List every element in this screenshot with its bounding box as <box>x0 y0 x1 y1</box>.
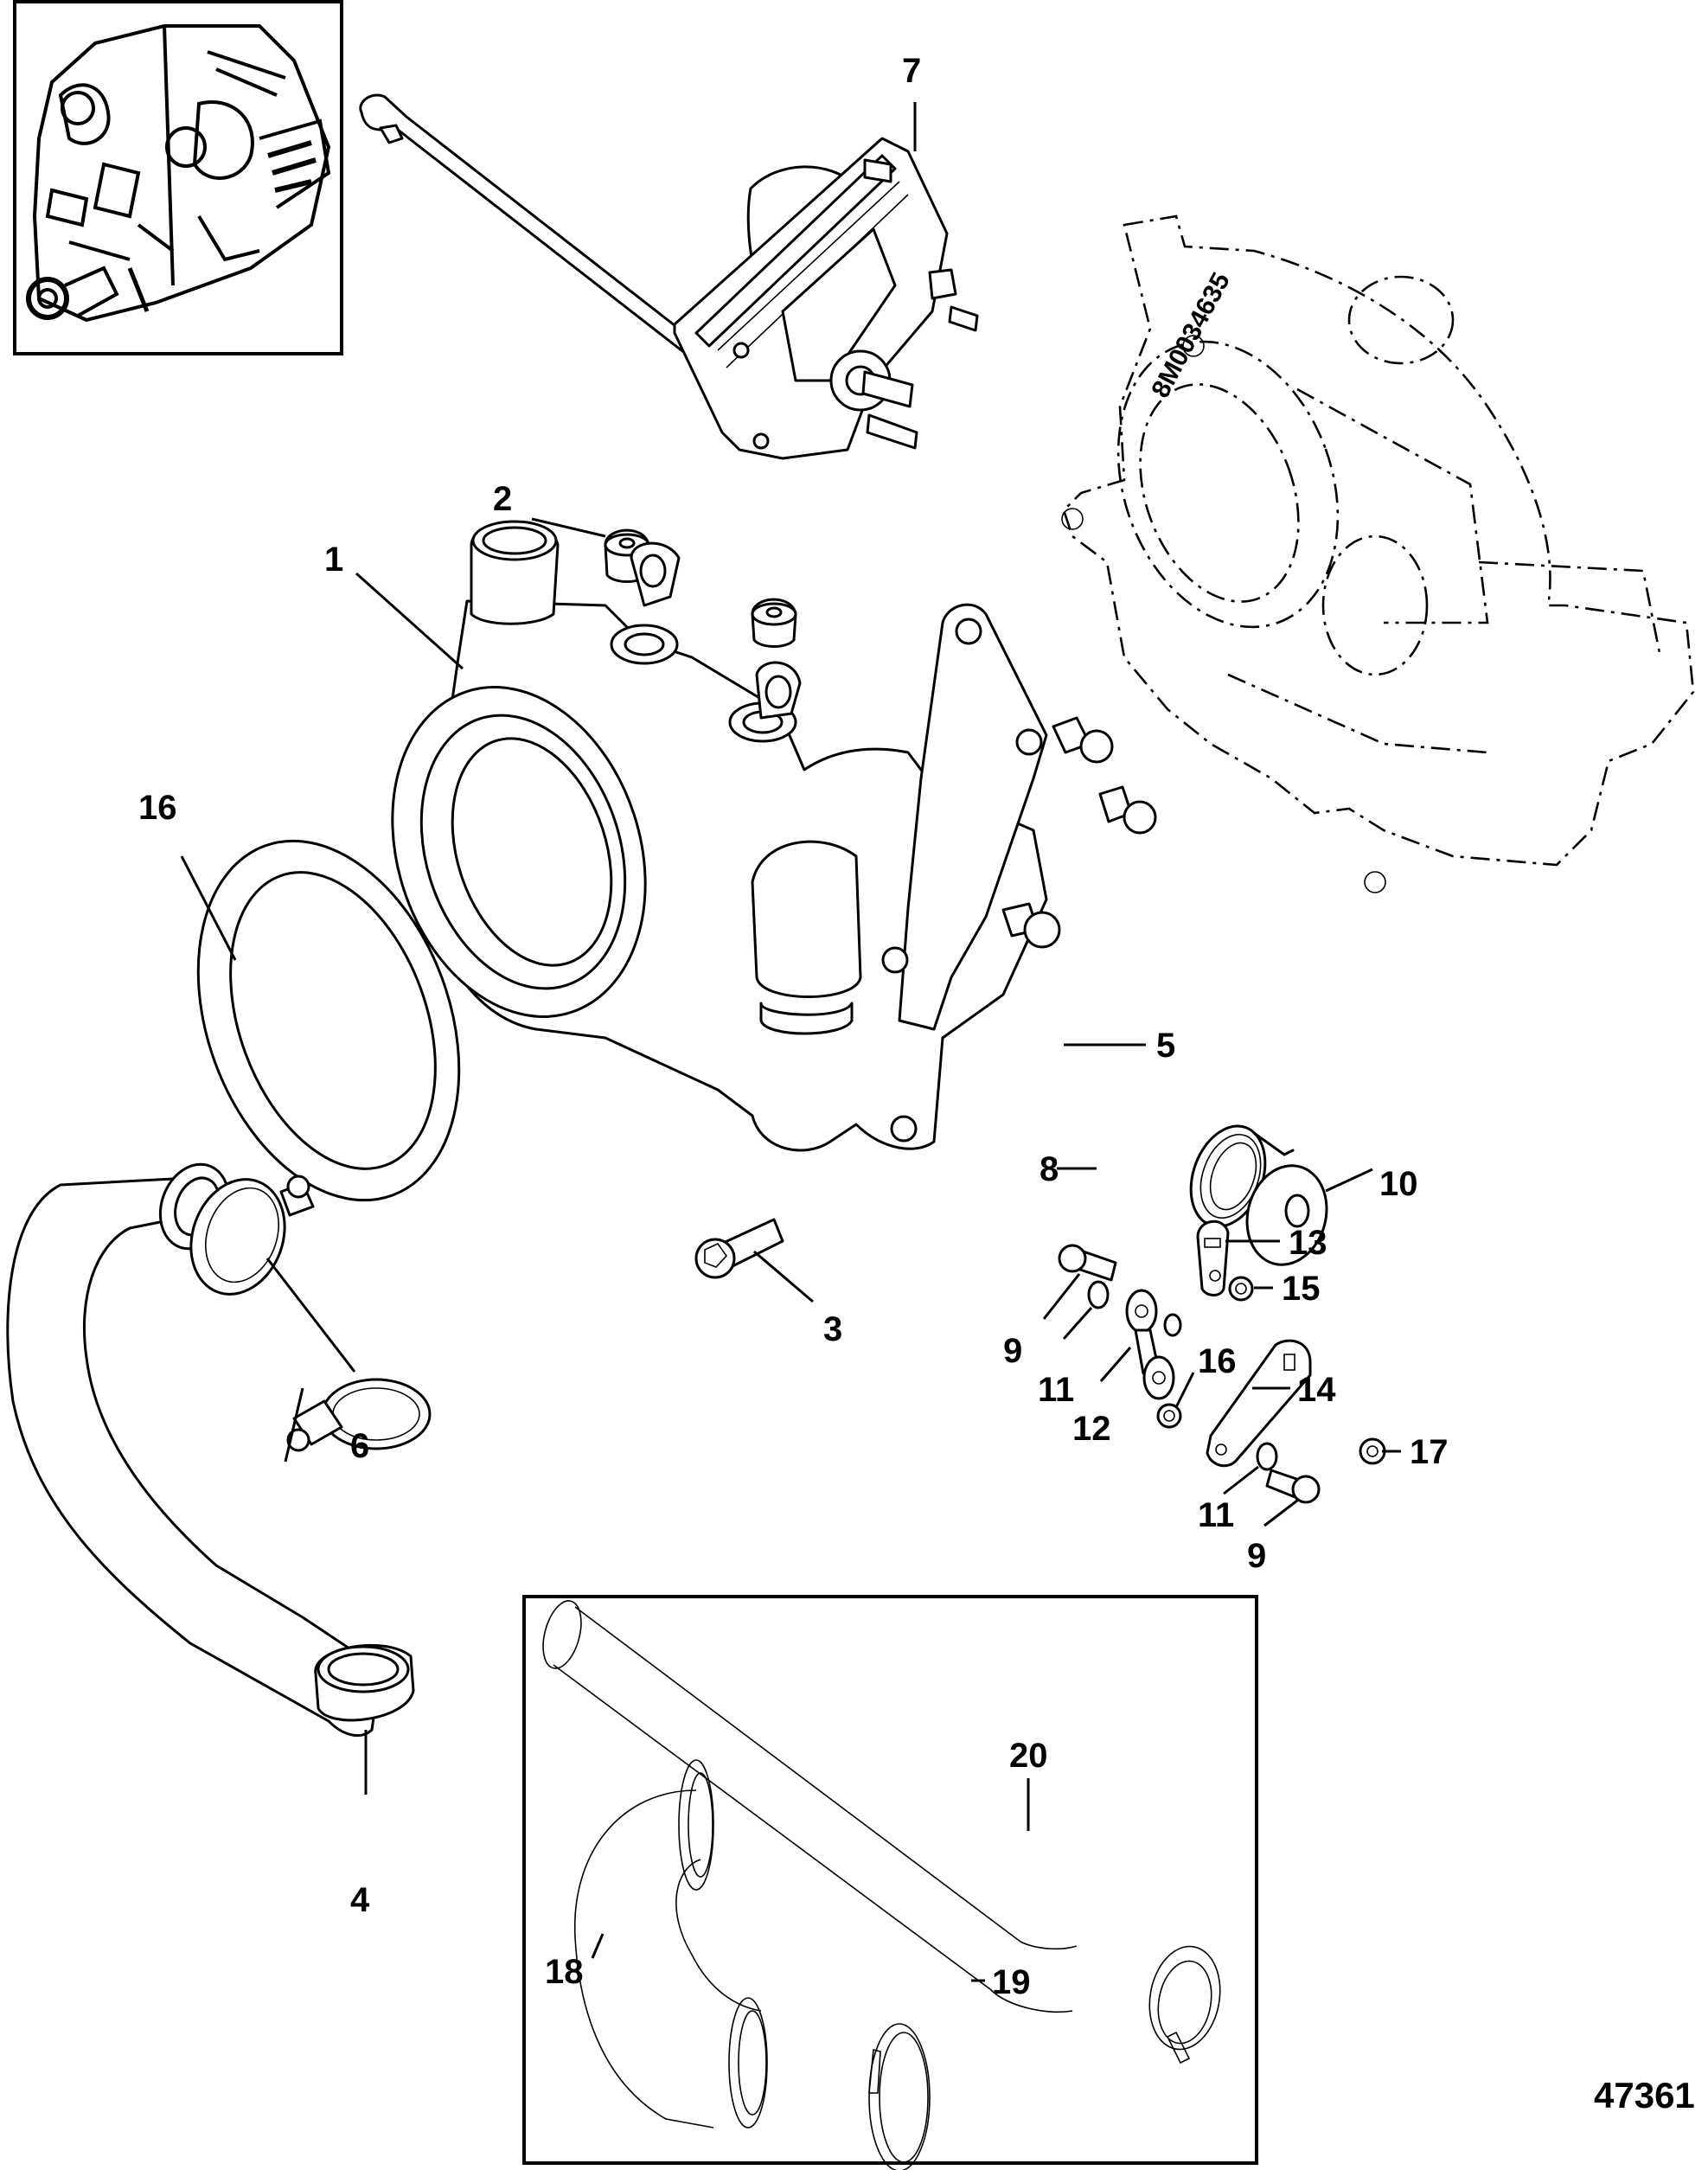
leader-9b <box>1263 1499 1298 1527</box>
callout-20[interactable]: 20 <box>1009 1737 1048 1775</box>
callout-7[interactable]: 7 <box>902 52 921 90</box>
leader-16 <box>180 855 237 961</box>
callout-1[interactable]: 1 <box>324 541 343 579</box>
callout-10[interactable]: 10 <box>1379 1165 1418 1203</box>
nut-17[interactable] <box>1359 1437 1386 1465</box>
lever-arm-14[interactable] <box>1206 1339 1312 1468</box>
leader-18 <box>591 1933 605 1959</box>
leader-10 <box>1325 1168 1373 1193</box>
water-housing-1[interactable] <box>352 520 1048 1152</box>
engine-thumbnail-icon <box>26 24 331 323</box>
leader-11b <box>1223 1465 1259 1495</box>
leader-9a <box>1042 1273 1081 1320</box>
nut-15-lower[interactable] <box>1156 1403 1182 1429</box>
leader-3 <box>753 1250 814 1303</box>
hose-clamp-6-upper[interactable] <box>176 1166 315 1307</box>
bolt-9-upper[interactable] <box>1058 1244 1117 1282</box>
casting-number: 8M0034635 <box>1146 268 1236 402</box>
washer-11-upper[interactable] <box>1087 1280 1110 1309</box>
inset-frame <box>13 0 343 355</box>
link-rod-12[interactable] <box>1125 1289 1182 1400</box>
plug-2-second[interactable] <box>751 598 797 648</box>
callout-16[interactable]: 16 <box>138 789 177 827</box>
callout-18[interactable]: 18 <box>545 1953 584 1991</box>
actuator-assembly[interactable] <box>359 93 979 460</box>
callout-3[interactable]: 3 <box>823 1310 842 1348</box>
gasket-16[interactable] <box>151 804 506 1237</box>
callout-8[interactable]: 8 <box>1040 1150 1059 1188</box>
service-kit-inset <box>522 1595 1258 2170</box>
callout-14[interactable]: 14 <box>1297 1371 1336 1409</box>
leader-6a <box>265 1258 356 1373</box>
leader-6b <box>284 1387 304 1463</box>
leader-lines <box>180 102 1401 1982</box>
kit-frame <box>522 1595 1258 2165</box>
lever-13[interactable] <box>1196 1219 1230 1296</box>
callout-labels: 7 2 1 16 5 3 6 6 4 8 10 13 15 9 11 12 16… <box>138 52 1449 2001</box>
nut-15-upper[interactable] <box>1228 1276 1254 1302</box>
leader-15b <box>1174 1372 1195 1408</box>
callout-2[interactable]: 2 <box>493 480 512 518</box>
callout-12[interactable]: 12 <box>1072 1410 1111 1448</box>
callout-17[interactable]: 17 <box>1410 1433 1449 1471</box>
callout-11-lower[interactable]: 11 <box>1198 1496 1234 1534</box>
leader-12 <box>1099 1347 1132 1382</box>
callout-15-lower[interactable]: 16 <box>1198 1342 1237 1380</box>
callout-9-upper[interactable]: 9 <box>1003 1332 1022 1370</box>
leader-2 <box>531 517 606 538</box>
gearcase-housing-phantom: 8M0034635 <box>1061 214 1695 893</box>
callout-19[interactable]: 19 <box>992 1963 1031 2001</box>
washer-11-lower[interactable] <box>1256 1442 1278 1471</box>
tube-20[interactable] <box>536 1597 1227 2064</box>
engine-locator-inset <box>13 0 343 355</box>
bolt-9-lower[interactable] <box>1265 1469 1321 1504</box>
bolt-5-a[interactable] <box>1052 716 1114 764</box>
clamp-19[interactable] <box>868 2023 931 2170</box>
callout-13[interactable]: 13 <box>1289 1224 1327 1262</box>
callout-11-upper[interactable]: 11 <box>1038 1371 1074 1409</box>
leader-11a <box>1062 1307 1093 1340</box>
callout-9-lower[interactable]: 9 <box>1247 1537 1266 1575</box>
bolt-3[interactable] <box>694 1218 784 1279</box>
callout-6-lower[interactable]: 6 <box>350 1427 369 1465</box>
bolt-5-b[interactable] <box>1098 785 1157 835</box>
bolt-5-c[interactable] <box>1001 902 1061 949</box>
hose-clamp-6-lower[interactable] <box>286 1378 432 1452</box>
callout-5[interactable]: 5 <box>1156 1027 1175 1065</box>
hose-18[interactable] <box>573 1759 768 2128</box>
leader-1 <box>355 572 464 670</box>
callout-4[interactable]: 4 <box>350 1881 370 1919</box>
figure-id-number: 47361 <box>1594 2075 1695 2116</box>
callout-15-upper[interactable]: 15 <box>1282 1270 1321 1308</box>
